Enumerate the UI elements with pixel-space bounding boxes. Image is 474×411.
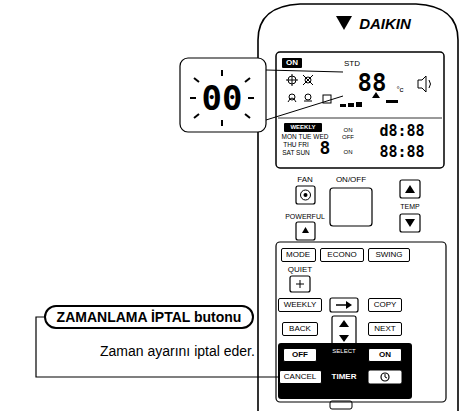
lcd-text: OFF [342, 134, 354, 140]
button-label: FAN [297, 176, 313, 184]
button-text: BACK [289, 325, 311, 333]
lcd-digits: 8 [320, 139, 331, 157]
lcd-frame [276, 52, 444, 168]
button-key: BACK [282, 322, 318, 336]
zoom-leader [266, 70, 343, 120]
button-label: SELECT [332, 348, 355, 354]
timer-band [278, 343, 412, 399]
button-label: ON/OFF [336, 176, 366, 184]
button-text: ON [379, 351, 391, 359]
blink-ticks [190, 70, 254, 126]
button-text: WEEKLY [284, 301, 317, 309]
button-key: NEXT [368, 322, 402, 336]
button-label: QUIET [288, 266, 312, 274]
lower-frame [276, 242, 446, 402]
button-key: COPY [368, 298, 402, 312]
button-text: ON [286, 59, 298, 67]
lcd-unit: °c [396, 86, 403, 94]
enter-glyph [336, 304, 346, 306]
brand-logo: DAIKIN [359, 16, 411, 31]
button-text: COPY [374, 301, 397, 309]
button-text: ECONO [327, 251, 356, 259]
clock-hands [385, 374, 387, 378]
lcd-day: SAT SUN [282, 150, 310, 157]
lcd-indicator: ON [282, 58, 302, 68]
button-label: POWERFUL [285, 213, 325, 220]
description-text: Zaman ayarını iptal eder. [100, 344, 255, 358]
lcd-digits: 88:88 [379, 145, 424, 160]
lcd-text: ON [344, 149, 353, 155]
select-glyphs [336, 301, 352, 342]
middle-buttons [330, 298, 358, 346]
lcd-divider [278, 118, 442, 119]
lcd-text: STD [344, 60, 360, 68]
button-key: CANCEL [279, 370, 322, 384]
button-text: SWING [375, 251, 402, 259]
button-glyphs [302, 185, 415, 233]
lcd-day: THU FRI [283, 142, 309, 149]
clock-button [368, 370, 402, 384]
lcd-digits: 88 [358, 71, 387, 95]
button-key: SWING [368, 248, 410, 262]
callout-text: ZAMANLAMA İPTAL butonu [57, 310, 242, 324]
zoom-frame [180, 58, 266, 132]
button-label: TIMER [332, 373, 357, 381]
button-label: TEMP [400, 203, 419, 210]
lcd-text: ON [344, 127, 353, 133]
button-text: CANCEL [284, 373, 316, 381]
callout-box: ZAMANLAMA İPTAL butonu [44, 305, 254, 329]
upper-buttons [290, 180, 420, 292]
button-text: OFF [292, 351, 308, 359]
button-key: MODE [281, 248, 316, 262]
button-text: MODE [286, 251, 310, 259]
button-text: NEXT [374, 325, 395, 333]
zoom-digits: 00 [202, 81, 243, 115]
battery-slot [330, 401, 352, 409]
lcd-indicator: WEEKLY [284, 123, 322, 132]
logo-mark [336, 16, 352, 30]
lcd-digits: d8:88 [379, 124, 424, 139]
button-key: OFF [283, 348, 317, 362]
clock-glyph [381, 373, 389, 381]
button-key: ON [368, 348, 402, 362]
button-key: ECONO [320, 248, 364, 262]
remote-housing [258, 4, 458, 411]
button-text: WEEKLY [290, 124, 315, 130]
button-key: WEEKLY [278, 298, 322, 312]
